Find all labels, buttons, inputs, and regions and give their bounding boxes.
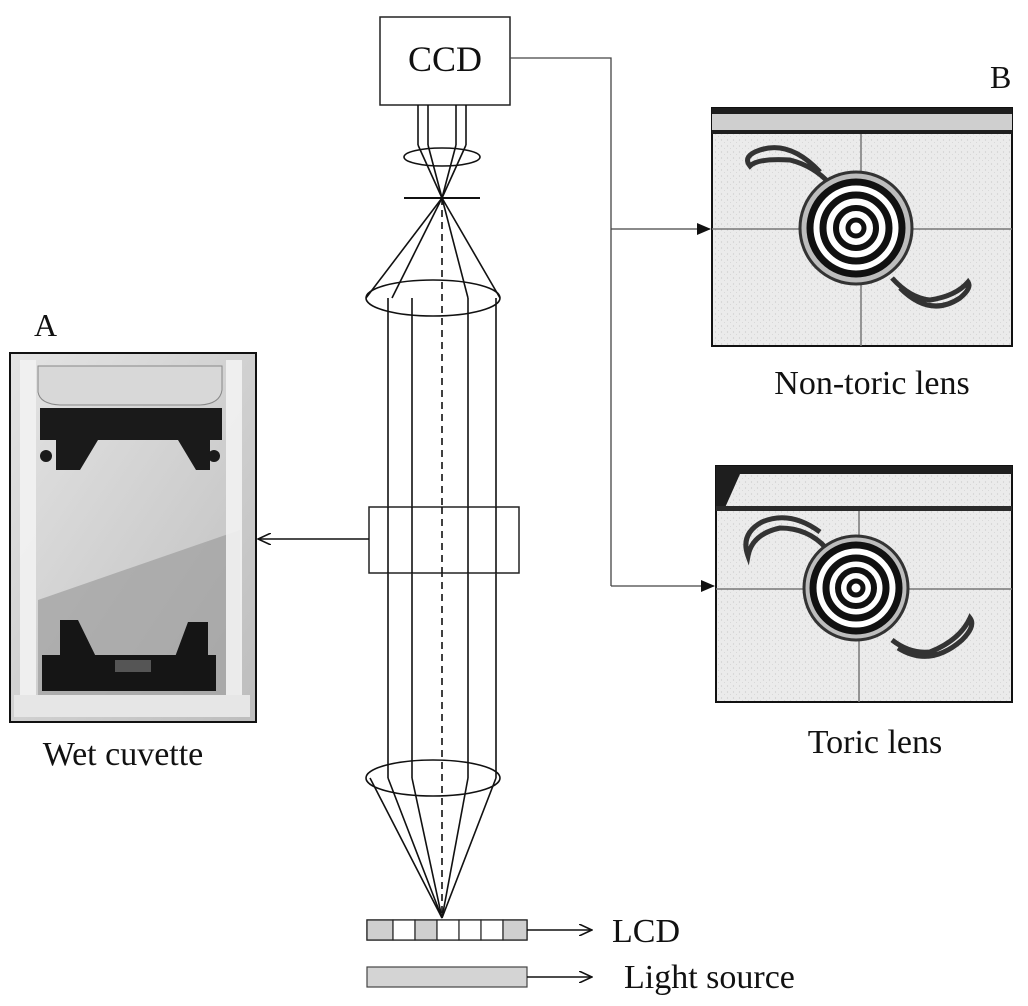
lcd-element: LCD — [366, 913, 680, 950]
ccd-label: CCD — [408, 39, 482, 79]
non-toric-lens-image — [711, 107, 1013, 347]
ccd-camera: CCD — [379, 16, 511, 106]
ccd-output-connectors — [510, 57, 715, 592]
toric-lens-caption: Toric lens — [808, 724, 943, 761]
wet-cuvette-photo — [9, 352, 257, 723]
panel-b-label: B — [990, 59, 1011, 95]
toric-lens-image — [715, 465, 1013, 703]
upper-lens — [365, 279, 501, 317]
panel-a-label: A — [34, 307, 57, 343]
wet-cuvette-caption: Wet cuvette — [43, 736, 204, 773]
optical-path — [365, 105, 520, 919]
light-source-element: Light source — [366, 959, 795, 996]
lcd-label: LCD — [612, 913, 680, 950]
cuvette-holder — [368, 506, 520, 574]
lower-lens — [365, 759, 501, 797]
small-lens — [403, 147, 481, 167]
non-toric-lens-caption: Non-toric lens — [774, 365, 969, 402]
light-source-label: Light source — [624, 959, 795, 996]
